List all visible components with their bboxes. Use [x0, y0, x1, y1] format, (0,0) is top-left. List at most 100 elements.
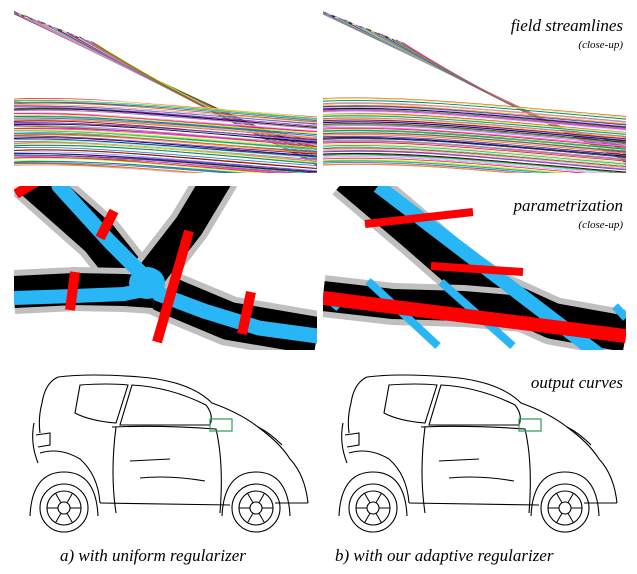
- wheel-spoke: [55, 512, 62, 523]
- streamline: [14, 125, 317, 145]
- streamline: [14, 139, 317, 159]
- wheel-circle: [348, 483, 398, 533]
- wheel-circle: [540, 483, 590, 533]
- parametrization-left-svg: [14, 186, 317, 350]
- streamline: [14, 109, 317, 130]
- car-curve: [347, 376, 368, 434]
- streamline: [323, 110, 626, 130]
- car-curve: [32, 422, 39, 464]
- streamline: [14, 99, 317, 120]
- wheel-circle: [57, 501, 71, 515]
- streamline: [323, 107, 626, 128]
- streamline: [14, 113, 317, 133]
- car-curve: [428, 384, 521, 426]
- streamline: [323, 108, 626, 128]
- streamline: [323, 117, 626, 138]
- wheel-arch: [29, 471, 99, 517]
- streamline: [323, 116, 626, 136]
- wheel-spoke: [258, 493, 265, 504]
- car-curve: [348, 450, 410, 504]
- streamline: [323, 156, 604, 173]
- streamline: [14, 164, 205, 173]
- car-curve: [383, 383, 438, 424]
- streamline: [323, 140, 626, 161]
- streamline: [323, 162, 537, 173]
- streamline: [323, 132, 626, 153]
- output-curves-right: [329, 363, 625, 538]
- wheel-spoke: [66, 512, 73, 523]
- car-curve: [111, 425, 222, 514]
- streamline: [323, 135, 626, 156]
- wheel-spoke: [567, 493, 574, 504]
- parametrization-left: [14, 186, 317, 350]
- streamline: [14, 157, 269, 173]
- car-curve: [35, 432, 51, 448]
- streamline: [323, 109, 626, 129]
- streamline: [14, 144, 317, 165]
- output-curves-left: [20, 363, 316, 538]
- wheel-circle: [39, 483, 89, 533]
- streamline: [14, 138, 317, 157]
- streamline: [14, 118, 317, 138]
- streamline: [14, 131, 317, 151]
- param-blue-isolines-left: [14, 186, 317, 344]
- wheel-circle: [366, 501, 380, 515]
- car-curve: [38, 376, 59, 434]
- wheel-spoke: [556, 512, 563, 523]
- streamline: [323, 100, 626, 120]
- mirror-highlight-box: [518, 418, 542, 432]
- field-streamlines-title: field streamlines: [510, 16, 623, 35]
- streamline: [323, 150, 626, 171]
- streamline: [14, 102, 317, 123]
- streamline: [323, 163, 525, 173]
- parametrization-title: parametrization: [513, 196, 623, 215]
- streamline: [323, 142, 626, 162]
- parametrization-right: [323, 186, 626, 350]
- streamline: [323, 97, 626, 118]
- streamline: [323, 160, 558, 173]
- streamline: [323, 163, 519, 173]
- car-curve: [39, 450, 101, 504]
- car-curve: [448, 476, 515, 482]
- streamline: [14, 151, 317, 171]
- field-streamlines-right-svg: [323, 11, 626, 173]
- streamline: [14, 155, 296, 173]
- streamline: [14, 127, 317, 147]
- streamline: [323, 137, 626, 157]
- streamline: [323, 124, 626, 144]
- parametrization-right-svg: [323, 186, 626, 350]
- streamline: [14, 154, 317, 173]
- streamline: [323, 132, 626, 152]
- streamline: [323, 147, 626, 167]
- streamline: [323, 119, 626, 139]
- streamline: [14, 146, 317, 166]
- wheel-spoke: [247, 512, 254, 523]
- car-curve: [139, 476, 206, 482]
- streamline: [323, 102, 626, 123]
- streamline: [14, 149, 317, 169]
- streamline: [323, 146, 626, 166]
- wheel-arch: [338, 471, 408, 517]
- streamline: [323, 141, 626, 162]
- streamline: [14, 160, 251, 173]
- streamline: [323, 154, 621, 173]
- streamline: [323, 105, 626, 126]
- streamline: [14, 115, 317, 135]
- car-curve: [257, 426, 283, 446]
- car-curve: [566, 426, 592, 446]
- streamline: [323, 129, 626, 150]
- car-curve: [344, 432, 360, 448]
- streamline: [14, 101, 317, 122]
- wheel-circle: [231, 483, 281, 533]
- wheel-spoke: [364, 493, 371, 504]
- streamline: [323, 104, 626, 125]
- car-curve: [341, 422, 348, 464]
- car-drawing-left: [29, 374, 309, 533]
- streamline: [323, 157, 587, 173]
- streamline: [14, 134, 317, 154]
- streamline: [14, 130, 317, 150]
- mirror-highlight-box: [209, 418, 233, 432]
- field-streamlines-right: [323, 10, 626, 173]
- streamline: [323, 133, 626, 154]
- streamline: [14, 133, 317, 154]
